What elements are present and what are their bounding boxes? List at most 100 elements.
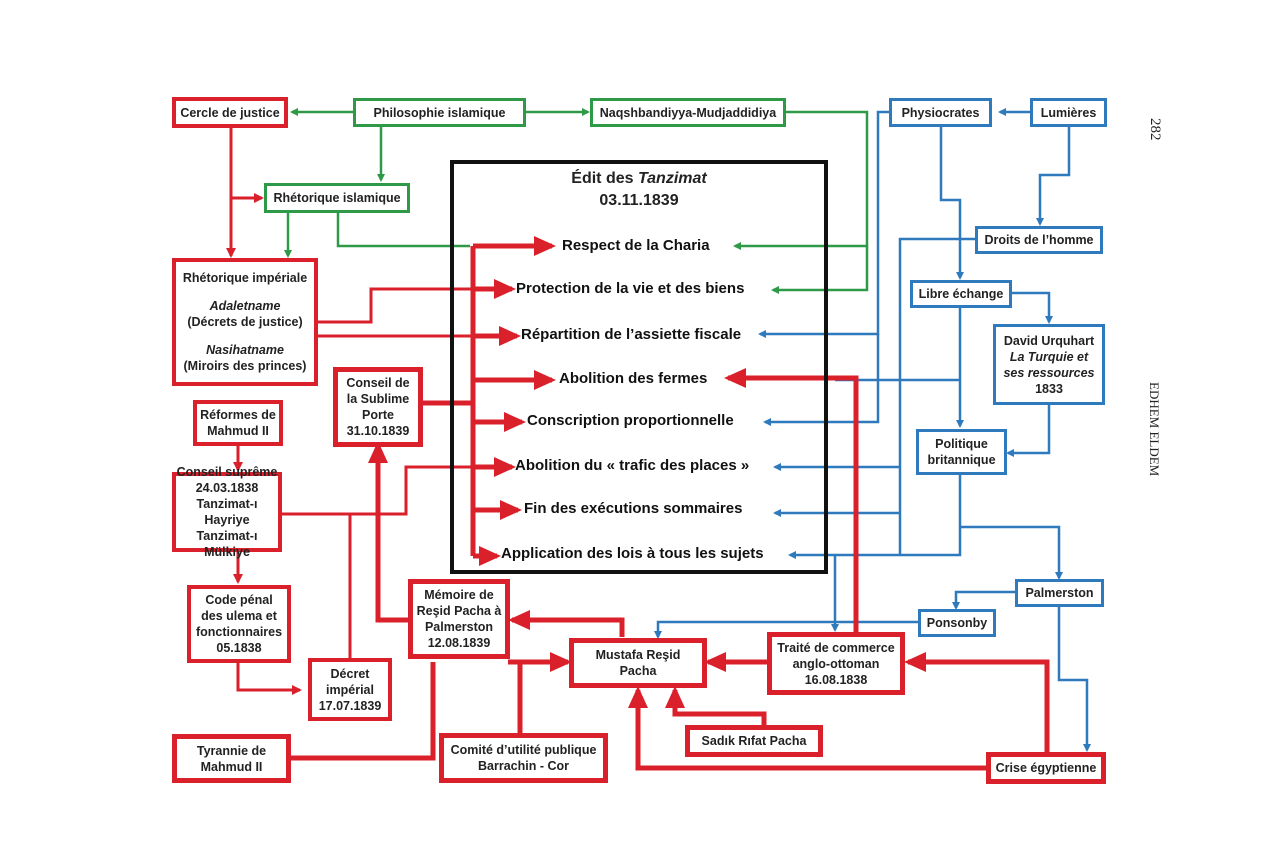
edge-ponsonby-to-mustafa bbox=[654, 620, 919, 639]
node-label: Palmerston bbox=[1025, 586, 1094, 600]
blue-connectors bbox=[654, 108, 1091, 752]
node-label: Traité de commerce bbox=[777, 640, 895, 655]
node-code-penal: Code pénal des ulema et fonctionnaires 0… bbox=[187, 585, 291, 663]
node-label: (Décrets de justice) bbox=[187, 315, 303, 329]
node-rhetorique-imperiale: Rhétorique impériale Adaletname (Décrets… bbox=[172, 258, 318, 386]
node-label: 05.1838 bbox=[216, 641, 262, 655]
edge-tyrannie-to-mustafa bbox=[290, 662, 436, 761]
node-label: Sadık Rıfat Pacha bbox=[701, 734, 807, 748]
node-label: fonctionnaires bbox=[195, 625, 283, 639]
edge-urquhart-to-politique bbox=[1006, 405, 1051, 457]
node-ponsonby: Ponsonby bbox=[918, 609, 996, 637]
edge-lumieres-to-droits bbox=[1036, 126, 1071, 226]
node-label: Rhétorique islamique bbox=[273, 191, 401, 205]
node-david-urquhart: David Urquhart La Turquie et ses ressour… bbox=[993, 324, 1105, 405]
node-comite-utilite-publique: Comité d’utilité publique Barrachin - Co… bbox=[439, 733, 608, 783]
node-label: britannique bbox=[927, 453, 996, 467]
edict-title-italic: Tanzimat bbox=[637, 170, 707, 187]
edge-imperiale-to-protection bbox=[318, 287, 500, 324]
edict-date: 03.11.1839 bbox=[599, 192, 679, 209]
node-physiocrates: Physiocrates bbox=[889, 98, 992, 127]
node-label: Réformes de bbox=[200, 408, 276, 422]
edge-palmerston-to-crise bbox=[1057, 607, 1091, 752]
node-label: Code pénal bbox=[205, 593, 273, 607]
node-label: Porte bbox=[362, 408, 394, 422]
node-lumieres: Lumières bbox=[1030, 98, 1107, 127]
node-label-italic: Nasihatname bbox=[206, 343, 284, 357]
edge-physiocrates-to-libre bbox=[939, 126, 964, 280]
node-label: 1833 bbox=[1035, 381, 1063, 396]
node-conseil-supreme: Conseil suprême 24.03.1838 Tanzimat-ı Ha… bbox=[172, 465, 282, 559]
red-thick-connectors bbox=[290, 236, 1050, 771]
edge-crise-to-traite bbox=[904, 652, 1050, 752]
node-label: Mustafa Reşid bbox=[595, 648, 681, 662]
node-reformes-mahmud: Réformes de Mahmud II bbox=[193, 400, 283, 446]
edge-crise-to-mustafa bbox=[628, 686, 988, 771]
edict-box bbox=[450, 160, 828, 574]
node-naqshbandiyya: Naqshbandiyya-Mudjaddidiya bbox=[590, 98, 786, 127]
node-label: la Sublime bbox=[346, 392, 410, 406]
node-label: 31.10.1839 bbox=[346, 424, 410, 438]
edge-conseil-supreme-to-trafic bbox=[281, 465, 490, 516]
edge-droits-to-clauses bbox=[898, 237, 976, 555]
node-label: des ulema et bbox=[201, 609, 277, 623]
clause-trafic: Abolition du « trafic des places » bbox=[515, 457, 750, 474]
node-label: Comité d’utilité publique bbox=[450, 743, 597, 757]
clause-fermes: Abolition des fermes bbox=[559, 370, 708, 387]
node-philosophie-islamique: Philosophie islamique bbox=[353, 98, 526, 127]
node-label: Tyrannie de bbox=[196, 743, 267, 758]
edge-mustafa-to-memoire bbox=[508, 610, 625, 637]
node-label: Palmerston bbox=[424, 620, 494, 634]
edge-code-to-decret bbox=[236, 662, 302, 695]
edge-rhetorique-islamique-to-charia bbox=[336, 212, 470, 248]
edge-traite-to-fermes bbox=[724, 368, 859, 632]
node-label: Conseil de bbox=[346, 376, 410, 390]
node-label: Lumières bbox=[1040, 105, 1097, 120]
clause-charia: Respect de la Charia bbox=[562, 237, 710, 254]
node-label: Physiocrates bbox=[901, 105, 980, 120]
clause-lois: Application des lois à tous les sujets bbox=[501, 545, 764, 562]
node-conseil-sublime-porte: Conseil de la Sublime Porte 31.10.1839 bbox=[333, 367, 423, 447]
node-decret-imperial: Décret impérial 17.07.1839 bbox=[308, 658, 392, 721]
node-label: Politique bbox=[935, 437, 988, 451]
node-label: Conseil suprême bbox=[176, 465, 278, 479]
edict-title-prefix: Édit des bbox=[571, 170, 638, 187]
node-label: Décret bbox=[330, 666, 370, 681]
node-label: Libre échange bbox=[918, 287, 1004, 301]
node-label: Crise égyptienne bbox=[995, 761, 1097, 775]
node-label-italic: La Turquie et bbox=[1009, 349, 1089, 364]
node-sadik-rifat-pacha: Sadık Rıfat Pacha bbox=[685, 725, 823, 757]
node-mustafa-reshid-pacha: Mustafa Reşid Pacha bbox=[569, 638, 707, 688]
node-droits-de-l-homme: Droits de l’homme bbox=[975, 226, 1103, 254]
node-label: David Urquhart bbox=[1003, 333, 1095, 348]
edge-politique-to-palmerston bbox=[960, 525, 1063, 580]
clause-fiscale: Répartition de l’assiette fiscale bbox=[521, 326, 742, 343]
node-label: Pacha bbox=[619, 664, 657, 678]
node-label: Barrachin - Cor bbox=[478, 759, 569, 773]
node-rhetorique-islamique: Rhétorique islamique bbox=[264, 183, 410, 213]
node-cercle-de-justice: Cercle de justice bbox=[172, 97, 288, 128]
node-label-italic: Adaletname bbox=[209, 299, 281, 313]
node-label: (Miroirs des princes) bbox=[183, 359, 307, 373]
edge-politique-to-lois bbox=[788, 474, 962, 559]
node-label: 24.03.1838 bbox=[195, 481, 259, 495]
node-label: 12.08.1839 bbox=[427, 636, 491, 650]
edge-physiocrates-to-fiscale bbox=[758, 110, 889, 338]
edge-sadik-to-mustafa bbox=[665, 686, 767, 726]
node-libre-echange: Libre échange bbox=[910, 280, 1012, 308]
edge-palmerston-to-ponsonby bbox=[952, 590, 1016, 610]
running-head: EDHEM ELDEM bbox=[1147, 382, 1162, 477]
node-label: Reşid Pacha à bbox=[416, 604, 502, 618]
edge-physiocrates-to-conscription bbox=[763, 334, 880, 426]
clause-sommaires: Fin des exécutions sommaires bbox=[524, 500, 743, 517]
node-tyrannie-mahmud: Tyrannie de Mahmud II bbox=[172, 734, 291, 783]
node-label: Droits de l’homme bbox=[984, 233, 1094, 247]
node-label: Mahmud II bbox=[207, 424, 269, 438]
node-politique-britannique: Politique britannique bbox=[916, 429, 1007, 475]
node-label: Naqshbandiyya-Mudjaddidiya bbox=[599, 105, 777, 120]
node-label: Mémoire de bbox=[424, 588, 494, 602]
node-label: Cercle de justice bbox=[180, 105, 280, 120]
edge-memoire-to-sublime-porte bbox=[368, 441, 410, 623]
node-traite-commerce: Traité de commerce anglo-ottoman 16.08.1… bbox=[767, 632, 905, 695]
